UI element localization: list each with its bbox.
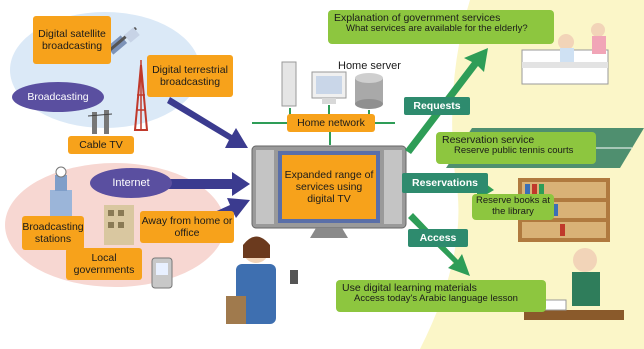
reservation-service-title: Reservation service	[442, 134, 535, 146]
local-governments-text: Local governments	[73, 251, 135, 276]
gov-services-subtitle: What services are available for the elde…	[346, 23, 528, 35]
digital-terrestrial-text: Digital terrestrial broadcasting	[152, 63, 228, 88]
learning-materials-box: Use digital learning materials Access to…	[336, 280, 546, 312]
tv-screen-text: Expanded range of services using digital…	[284, 157, 374, 217]
digital-tv-icon	[251, 145, 407, 238]
gov-services-box: Explanation of government services What …	[328, 10, 554, 44]
home-pc-icon	[281, 61, 347, 107]
library-books-text: Reserve books at the library	[476, 195, 550, 217]
woman-with-phone-icon	[226, 236, 298, 324]
away-from-home-label: Away from home or office	[140, 211, 234, 243]
library-books-box: Reserve books at the library	[472, 194, 554, 220]
local-governments-label: Local governments	[66, 248, 142, 280]
digital-satellite-text: Digital satellite broadcasting	[38, 27, 106, 52]
mobile-phone-icon	[151, 257, 173, 289]
requests-tag: Requests	[404, 97, 470, 115]
broadcast-tower-icon	[133, 60, 149, 131]
broadcasting-stations-label: Broadcasting stations	[22, 216, 84, 250]
reservation-service-subtitle: Reserve public tennis courts	[454, 145, 574, 157]
learning-materials-subtitle: Access today's Arabic language lesson	[354, 293, 518, 305]
internet-text: Internet	[112, 176, 150, 189]
reservations-text: Reservations	[412, 176, 478, 189]
access-text: Access	[419, 231, 457, 244]
home-network-text: Home network	[297, 116, 365, 129]
broadcasting-text: Broadcasting	[27, 90, 89, 103]
cable-tv-label: Cable TV	[68, 136, 134, 154]
cable-tv-text: Cable TV	[79, 138, 123, 151]
home-network-label: Home network	[287, 114, 375, 132]
elderly-bed-icon	[521, 23, 609, 85]
broadcasting-oval: Broadcasting	[12, 82, 104, 112]
student-desk-icon	[524, 248, 624, 320]
access-tag: Access	[408, 229, 468, 247]
home-server-label: Home server	[338, 60, 401, 72]
broadcasting-station-building-icon	[50, 166, 72, 222]
broadcasting-stations-text: Broadcasting stations	[22, 220, 84, 245]
internet-oval: Internet	[90, 168, 172, 198]
government-building-icon	[104, 205, 134, 245]
cable-pole-icon	[87, 110, 113, 134]
away-from-home-text: Away from home or office	[141, 214, 233, 239]
digital-terrestrial-label: Digital terrestrial broadcasting	[147, 55, 233, 97]
gov-services-title: Explanation of government services	[334, 12, 501, 24]
reservations-tag: Reservations	[402, 173, 488, 193]
tv-screen-label: Expanded range of services using digital…	[284, 168, 374, 206]
requests-text: Requests	[413, 99, 461, 112]
learning-materials-title: Use digital learning materials	[342, 282, 477, 294]
home-server-cylinder-icon	[355, 73, 383, 109]
digital-satellite-label: Digital satellite broadcasting	[33, 16, 111, 64]
reservation-service-box: Reservation service Reserve public tenni…	[436, 132, 596, 164]
